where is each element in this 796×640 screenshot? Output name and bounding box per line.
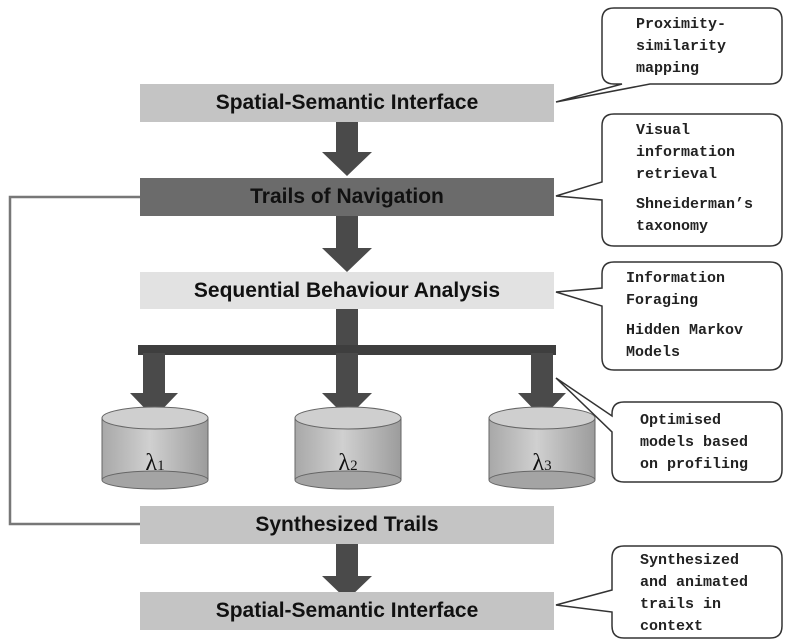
model-label-2: λ2 <box>318 450 378 477</box>
model-label-1: λ1 <box>125 450 185 477</box>
arrow-synth-to-interface <box>322 544 372 600</box>
trails-navigation-box: Trails of Navigation <box>140 178 554 216</box>
callout-bubble-visual <box>555 113 783 247</box>
analysis-stem <box>336 309 358 349</box>
callout-optimised: Optimised models based on profiling <box>640 412 749 473</box>
distribution-bar <box>138 345 556 355</box>
callout-synthesized-animated: Synthesized and animated trails in conte… <box>640 552 749 635</box>
callout-info-foraging: Information Foraging <box>626 270 726 309</box>
sequential-analysis-box: Sequential Behaviour Analysis <box>140 272 554 309</box>
callout-visual-retrieval: Visual information retrieval <box>636 122 736 183</box>
callout-proximity: Proximity- similarity mapping <box>636 16 727 77</box>
model-symbol-1: λ <box>145 450 158 476</box>
model-index-3: 3 <box>544 458 552 474</box>
model-cylinder-3 <box>488 406 596 490</box>
model-cylinder-2 <box>294 406 402 490</box>
callout-bubble-synthesized <box>555 545 783 639</box>
model-cylinder-1 <box>101 406 209 490</box>
synthesized-trails-box: Synthesized Trails <box>140 506 554 544</box>
callout-bubble-proximity <box>555 7 783 103</box>
model-symbol-2: λ <box>338 450 351 476</box>
callout-hmm: Hidden Markov Models <box>626 322 744 361</box>
callout-shneiderman: Shneiderman’s taxonomy <box>636 196 754 235</box>
model-index-1: 1 <box>157 458 165 474</box>
model-index-2: 2 <box>350 458 358 474</box>
arrow-to-model-2 <box>322 353 372 418</box>
feedback-loop-line <box>8 195 140 526</box>
model-label-3: λ3 <box>512 450 572 477</box>
bottom-interface-box: Spatial-Semantic Interface <box>140 592 554 630</box>
arrow-to-model-3 <box>518 353 566 418</box>
callout-bubble-foraging <box>555 261 783 371</box>
arrow-to-model-1 <box>130 353 178 418</box>
top-interface-box: Spatial-Semantic Interface <box>140 84 554 122</box>
arrow-trails-to-analysis <box>322 216 372 272</box>
callout-bubble-optimised <box>555 377 783 483</box>
model-symbol-3: λ <box>532 450 545 476</box>
arrow-interface-to-trails <box>322 122 372 176</box>
